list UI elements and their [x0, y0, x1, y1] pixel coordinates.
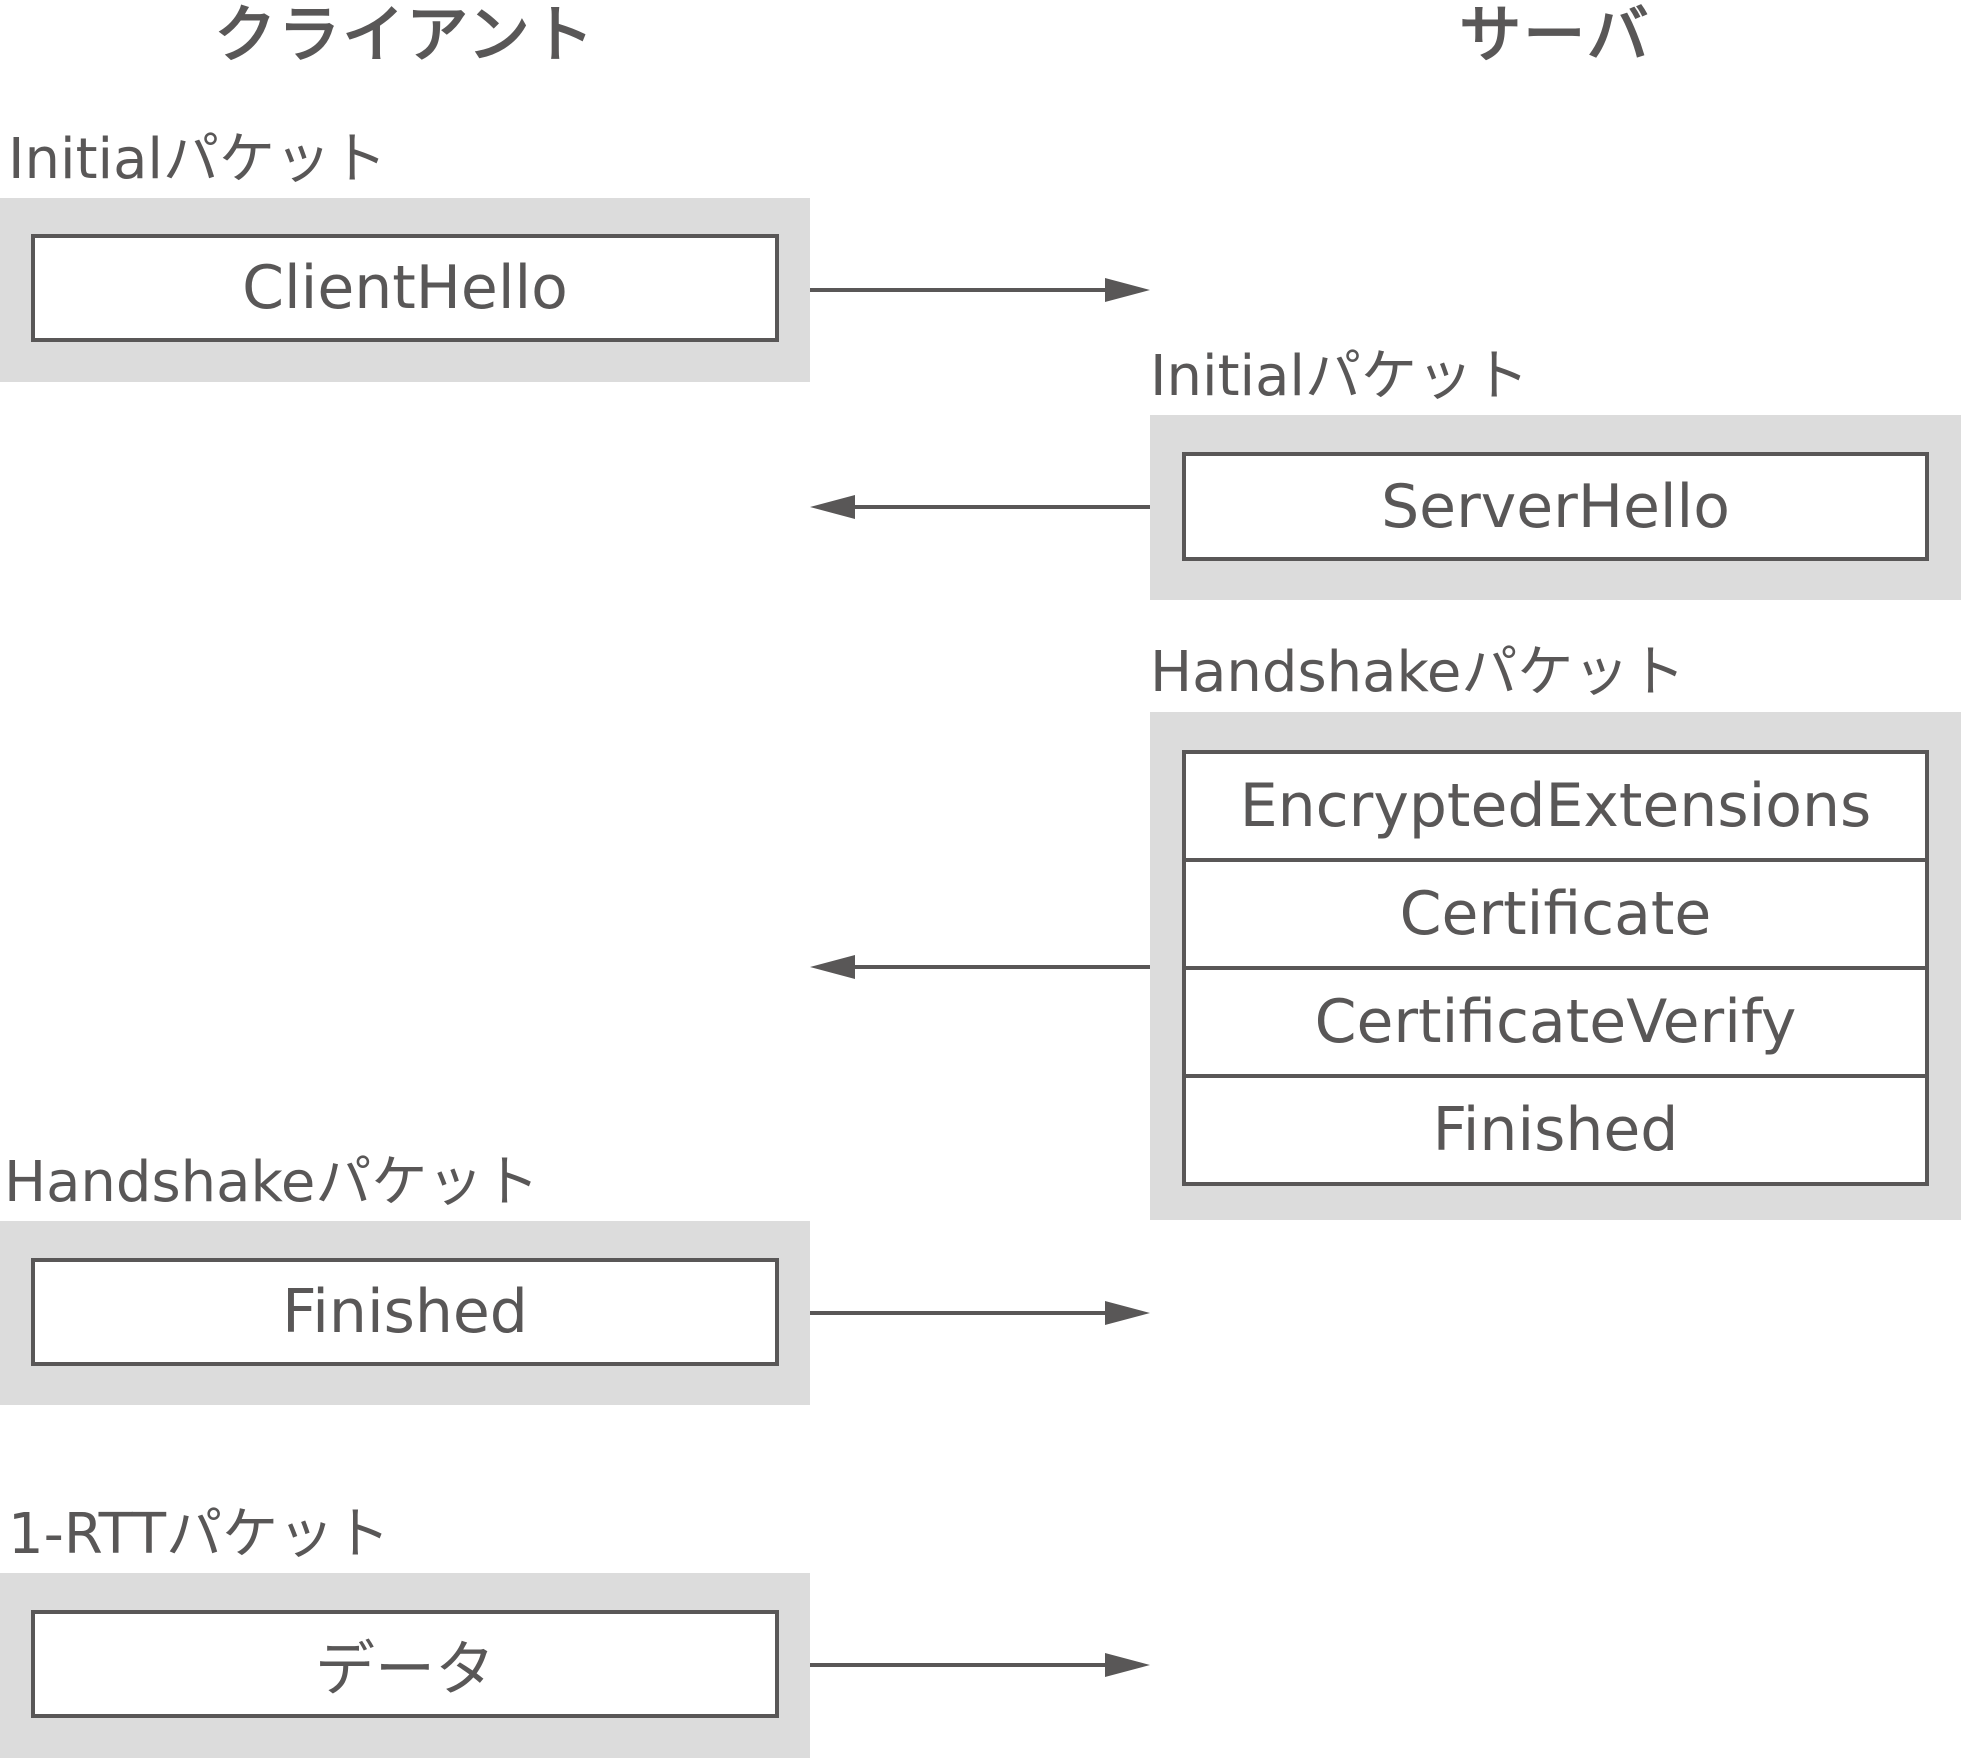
server-initial-message-box: ServerHello — [1182, 452, 1929, 561]
arrowhead-left-icon — [810, 955, 855, 979]
arrow-client-1rtt — [810, 1653, 1150, 1677]
server-initial-packet-label: Initialパケット — [1150, 344, 1529, 409]
client-initial-packet-label: Initialパケット — [8, 127, 387, 192]
message-server-finished: Finished — [1186, 1074, 1925, 1182]
client-handshake-message-box: Finished — [31, 1258, 779, 1366]
arrow-client-initial — [810, 278, 1150, 302]
arrow-server-handshake — [810, 955, 1150, 979]
client-1rtt-packet-label: 1-RTTパケット — [8, 1502, 391, 1567]
client-initial-message-box: ClientHello — [31, 234, 779, 342]
arrowhead-left-icon — [810, 495, 855, 519]
client-column-title: クライアント — [214, 0, 596, 71]
message-certificate: Certificate — [1186, 858, 1925, 966]
message-certificate-verify: CertificateVerify — [1186, 966, 1925, 1074]
message-client-finished: Finished — [282, 1277, 528, 1347]
server-column-title: サーバ — [1459, 0, 1651, 71]
arrow-server-initial — [810, 495, 1150, 519]
client-1rtt-message-box: データ — [31, 1610, 779, 1718]
message-data: データ — [315, 1634, 495, 1705]
arrowhead-right-icon — [1105, 1301, 1150, 1325]
arrowhead-right-icon — [1105, 1653, 1150, 1677]
server-handshake-packet-label: Handshakeパケット — [1150, 640, 1686, 705]
server-handshake-message-box: EncryptedExtensions Certificate Certific… — [1182, 750, 1929, 1186]
arrow-client-handshake — [810, 1301, 1150, 1325]
message-encrypted-extensions: EncryptedExtensions — [1239, 771, 1872, 841]
arrowhead-right-icon — [1105, 278, 1150, 302]
client-handshake-packet-label: Handshakeパケット — [4, 1150, 540, 1215]
message-client-hello: ClientHello — [242, 253, 568, 323]
message-server-hello: ServerHello — [1381, 471, 1730, 542]
